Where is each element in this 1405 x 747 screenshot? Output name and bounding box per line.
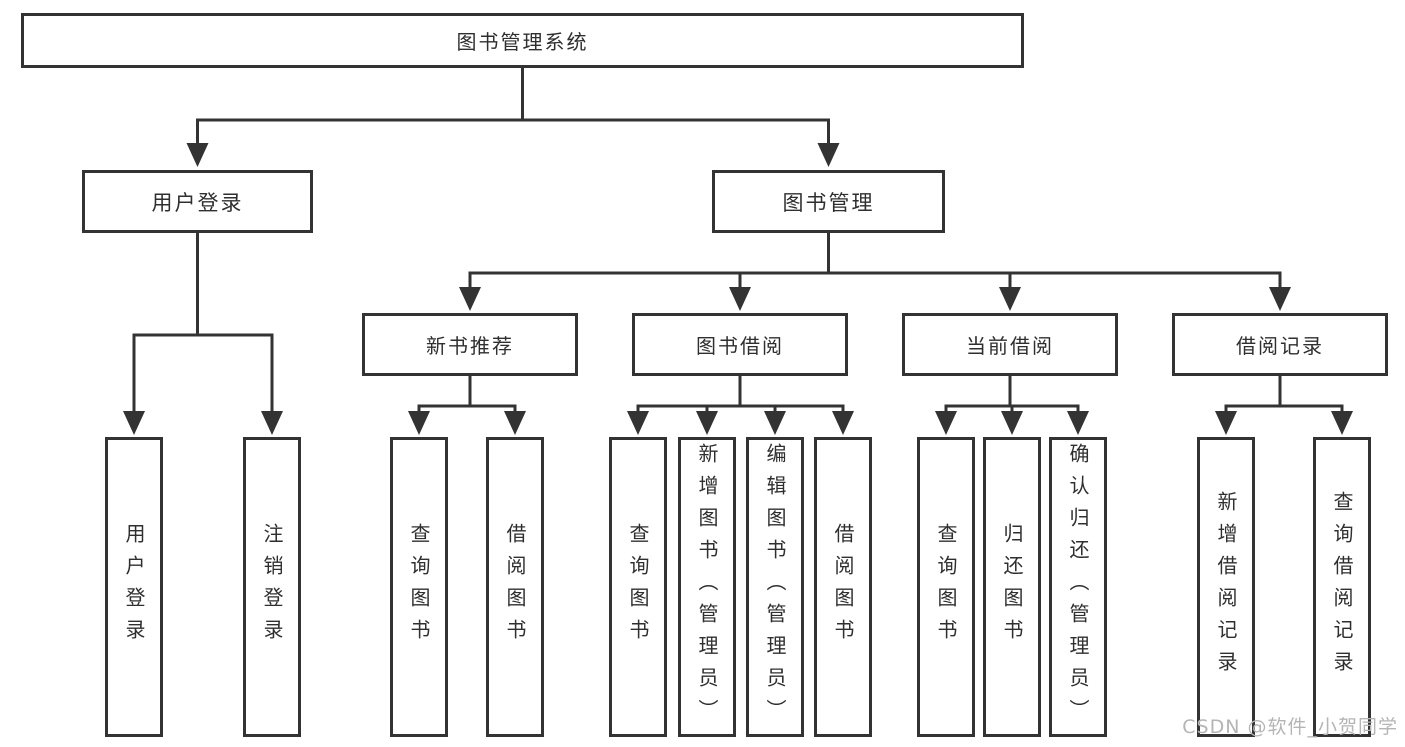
node-book-management: 图书管理 [712,170,945,233]
connector-borrowing-records-children [1224,376,1344,413]
leaf-query-books-recommend: 查询图书 [390,437,448,737]
connector-current-borrowing-children [944,376,1080,413]
csdn-watermark: CSDN @软件_小贺同学 [1182,716,1398,738]
leaf-query-borrow-record: 查询借阅记录 [1313,437,1371,737]
leaf-borrow-books-borrowing: 借阅图书 [814,437,872,737]
arrowheads [123,143,1353,435]
leaf-borrow-books-recommend: 借阅图书 [486,437,544,737]
leaf-return-books: 归还图书 [983,437,1041,737]
leaf-logout-login: 注销登录 [243,437,301,737]
connector-new-book-rec-children [417,376,517,413]
connector-root-to-level2 [196,68,830,146]
leaf-user-login: 用户登录 [105,437,163,737]
leaf-edit-books-admin: 编辑图书（管理员） [746,437,804,737]
connector-user-login-children [132,233,274,413]
node-borrowing-records: 借阅记录 [1172,313,1388,376]
connector-book-borrowing-children [636,376,845,413]
connector-book-management-children [468,233,1282,290]
node-new-book-recommendation: 新书推荐 [362,313,578,376]
leaf-confirm-return-admin: 确认归还（管理员） [1049,437,1107,737]
node-current-borrowing: 当前借阅 [902,313,1118,376]
node-library-management-system: 图书管理系统 [21,13,1024,68]
leaf-add-borrow-record: 新增借阅记录 [1197,437,1255,737]
leaf-add-books-admin: 新增图书（管理员） [678,437,736,737]
node-book-borrowing: 图书借阅 [632,313,848,376]
leaf-query-books-borrowing: 查询图书 [609,437,667,737]
node-user-login: 用户登录 [82,170,313,233]
leaf-query-books-current: 查询图书 [917,437,975,737]
